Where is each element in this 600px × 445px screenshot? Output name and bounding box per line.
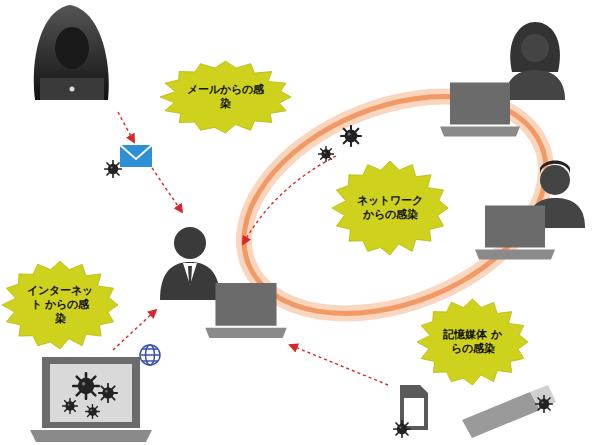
route-label: ネットワーク からの感染 bbox=[356, 194, 425, 223]
sd-card bbox=[400, 385, 428, 430]
virus-icon bbox=[536, 396, 553, 413]
target-user bbox=[160, 227, 287, 338]
virus-icon bbox=[319, 147, 334, 162]
starburst-label: 記憶媒体 からの感染 bbox=[417, 299, 528, 385]
attacker-figure bbox=[34, 5, 109, 100]
network-user-woman bbox=[440, 22, 565, 137]
starburst-fill bbox=[417, 299, 528, 385]
infected-laptop bbox=[30, 357, 152, 442]
starburst-label: メールからの感染 bbox=[160, 61, 291, 133]
network-user-man bbox=[475, 161, 585, 260]
usb-stick bbox=[462, 385, 556, 438]
virus-icon bbox=[394, 421, 411, 438]
globe-icon bbox=[140, 345, 160, 365]
starburst-fill bbox=[160, 61, 291, 133]
starburst-label: ネットワーク からの感染 bbox=[332, 161, 448, 255]
route-label: インターネット からの感染 bbox=[26, 284, 95, 327]
route-label: メールからの感染 bbox=[186, 83, 265, 112]
virus-icon bbox=[341, 126, 361, 146]
starburst-label: インターネット からの感染 bbox=[2, 261, 118, 349]
starburst-fill bbox=[2, 261, 118, 349]
route-label: 記憶媒体 からの感染 bbox=[440, 328, 506, 357]
infection-arrow bbox=[113, 112, 388, 385]
virus-icon bbox=[105, 161, 122, 178]
mail-icon bbox=[120, 145, 152, 167]
starburst-fill bbox=[332, 161, 448, 255]
